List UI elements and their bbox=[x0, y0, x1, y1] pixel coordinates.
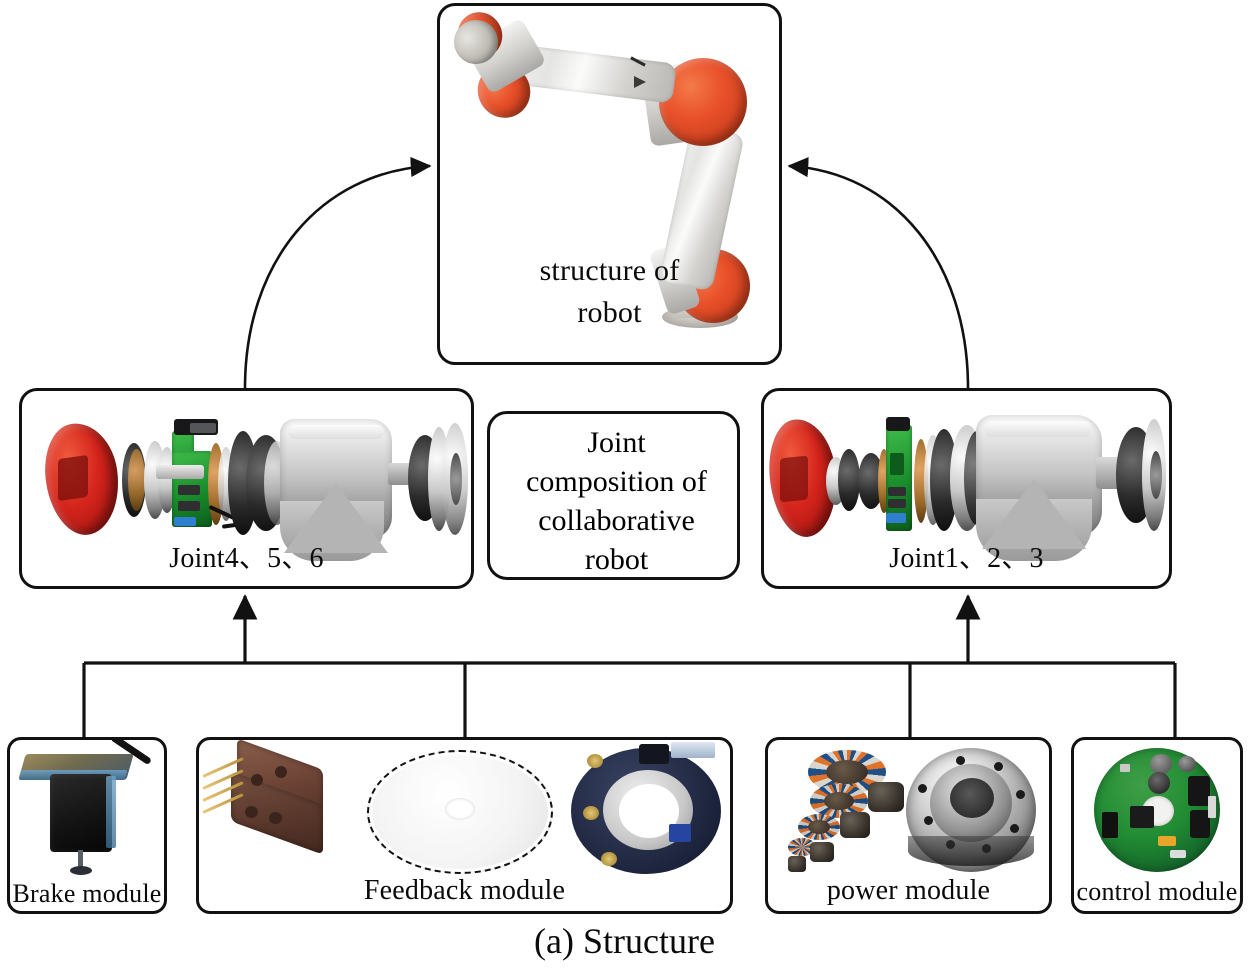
figure-caption: (a) Structure bbox=[534, 921, 715, 961]
control-module-illustration bbox=[1074, 740, 1240, 880]
joint-composition-label: Joint composition of collaborative robot bbox=[500, 423, 733, 579]
joint-left-label: Joint4、5、6 bbox=[169, 543, 324, 574]
joint-right-label: Joint1、2、3 bbox=[889, 543, 1044, 574]
brake-module-label: Brake module bbox=[12, 879, 162, 908]
control-module-label: control module bbox=[1076, 877, 1238, 906]
brake-module-box: Brake module bbox=[7, 737, 167, 914]
control-module-box: control module bbox=[1071, 737, 1243, 914]
power-module-illustration bbox=[768, 740, 1049, 880]
joint-composition-box: Joint composition of collaborative robot bbox=[487, 411, 740, 580]
robot-box-label: structure of robot bbox=[440, 250, 779, 334]
center-line-3: collaborative bbox=[538, 504, 695, 537]
brake-module-illustration bbox=[10, 740, 164, 885]
feedback-module-illustration bbox=[199, 740, 730, 880]
connector-jointleft-to-robot bbox=[243, 156, 432, 389]
center-line-1: Joint bbox=[587, 426, 646, 459]
robot-label-line1: structure of bbox=[539, 254, 680, 287]
connector-jointright-to-robot bbox=[787, 156, 970, 389]
center-line-4: robot bbox=[584, 543, 649, 576]
center-line-2: composition of bbox=[526, 465, 707, 498]
joint-right-box: Joint1、2、3 bbox=[761, 388, 1172, 589]
feedback-module-box: Feedback module bbox=[196, 737, 733, 914]
robot-structure-box: structure of robot bbox=[437, 3, 782, 365]
joint-left-box: Joint4、5、6 bbox=[19, 388, 474, 589]
power-module-label: power module bbox=[826, 875, 991, 906]
power-module-box: power module bbox=[765, 737, 1052, 914]
feedback-module-label: Feedback module bbox=[363, 875, 566, 906]
robot-label-line2: robot bbox=[577, 296, 642, 329]
